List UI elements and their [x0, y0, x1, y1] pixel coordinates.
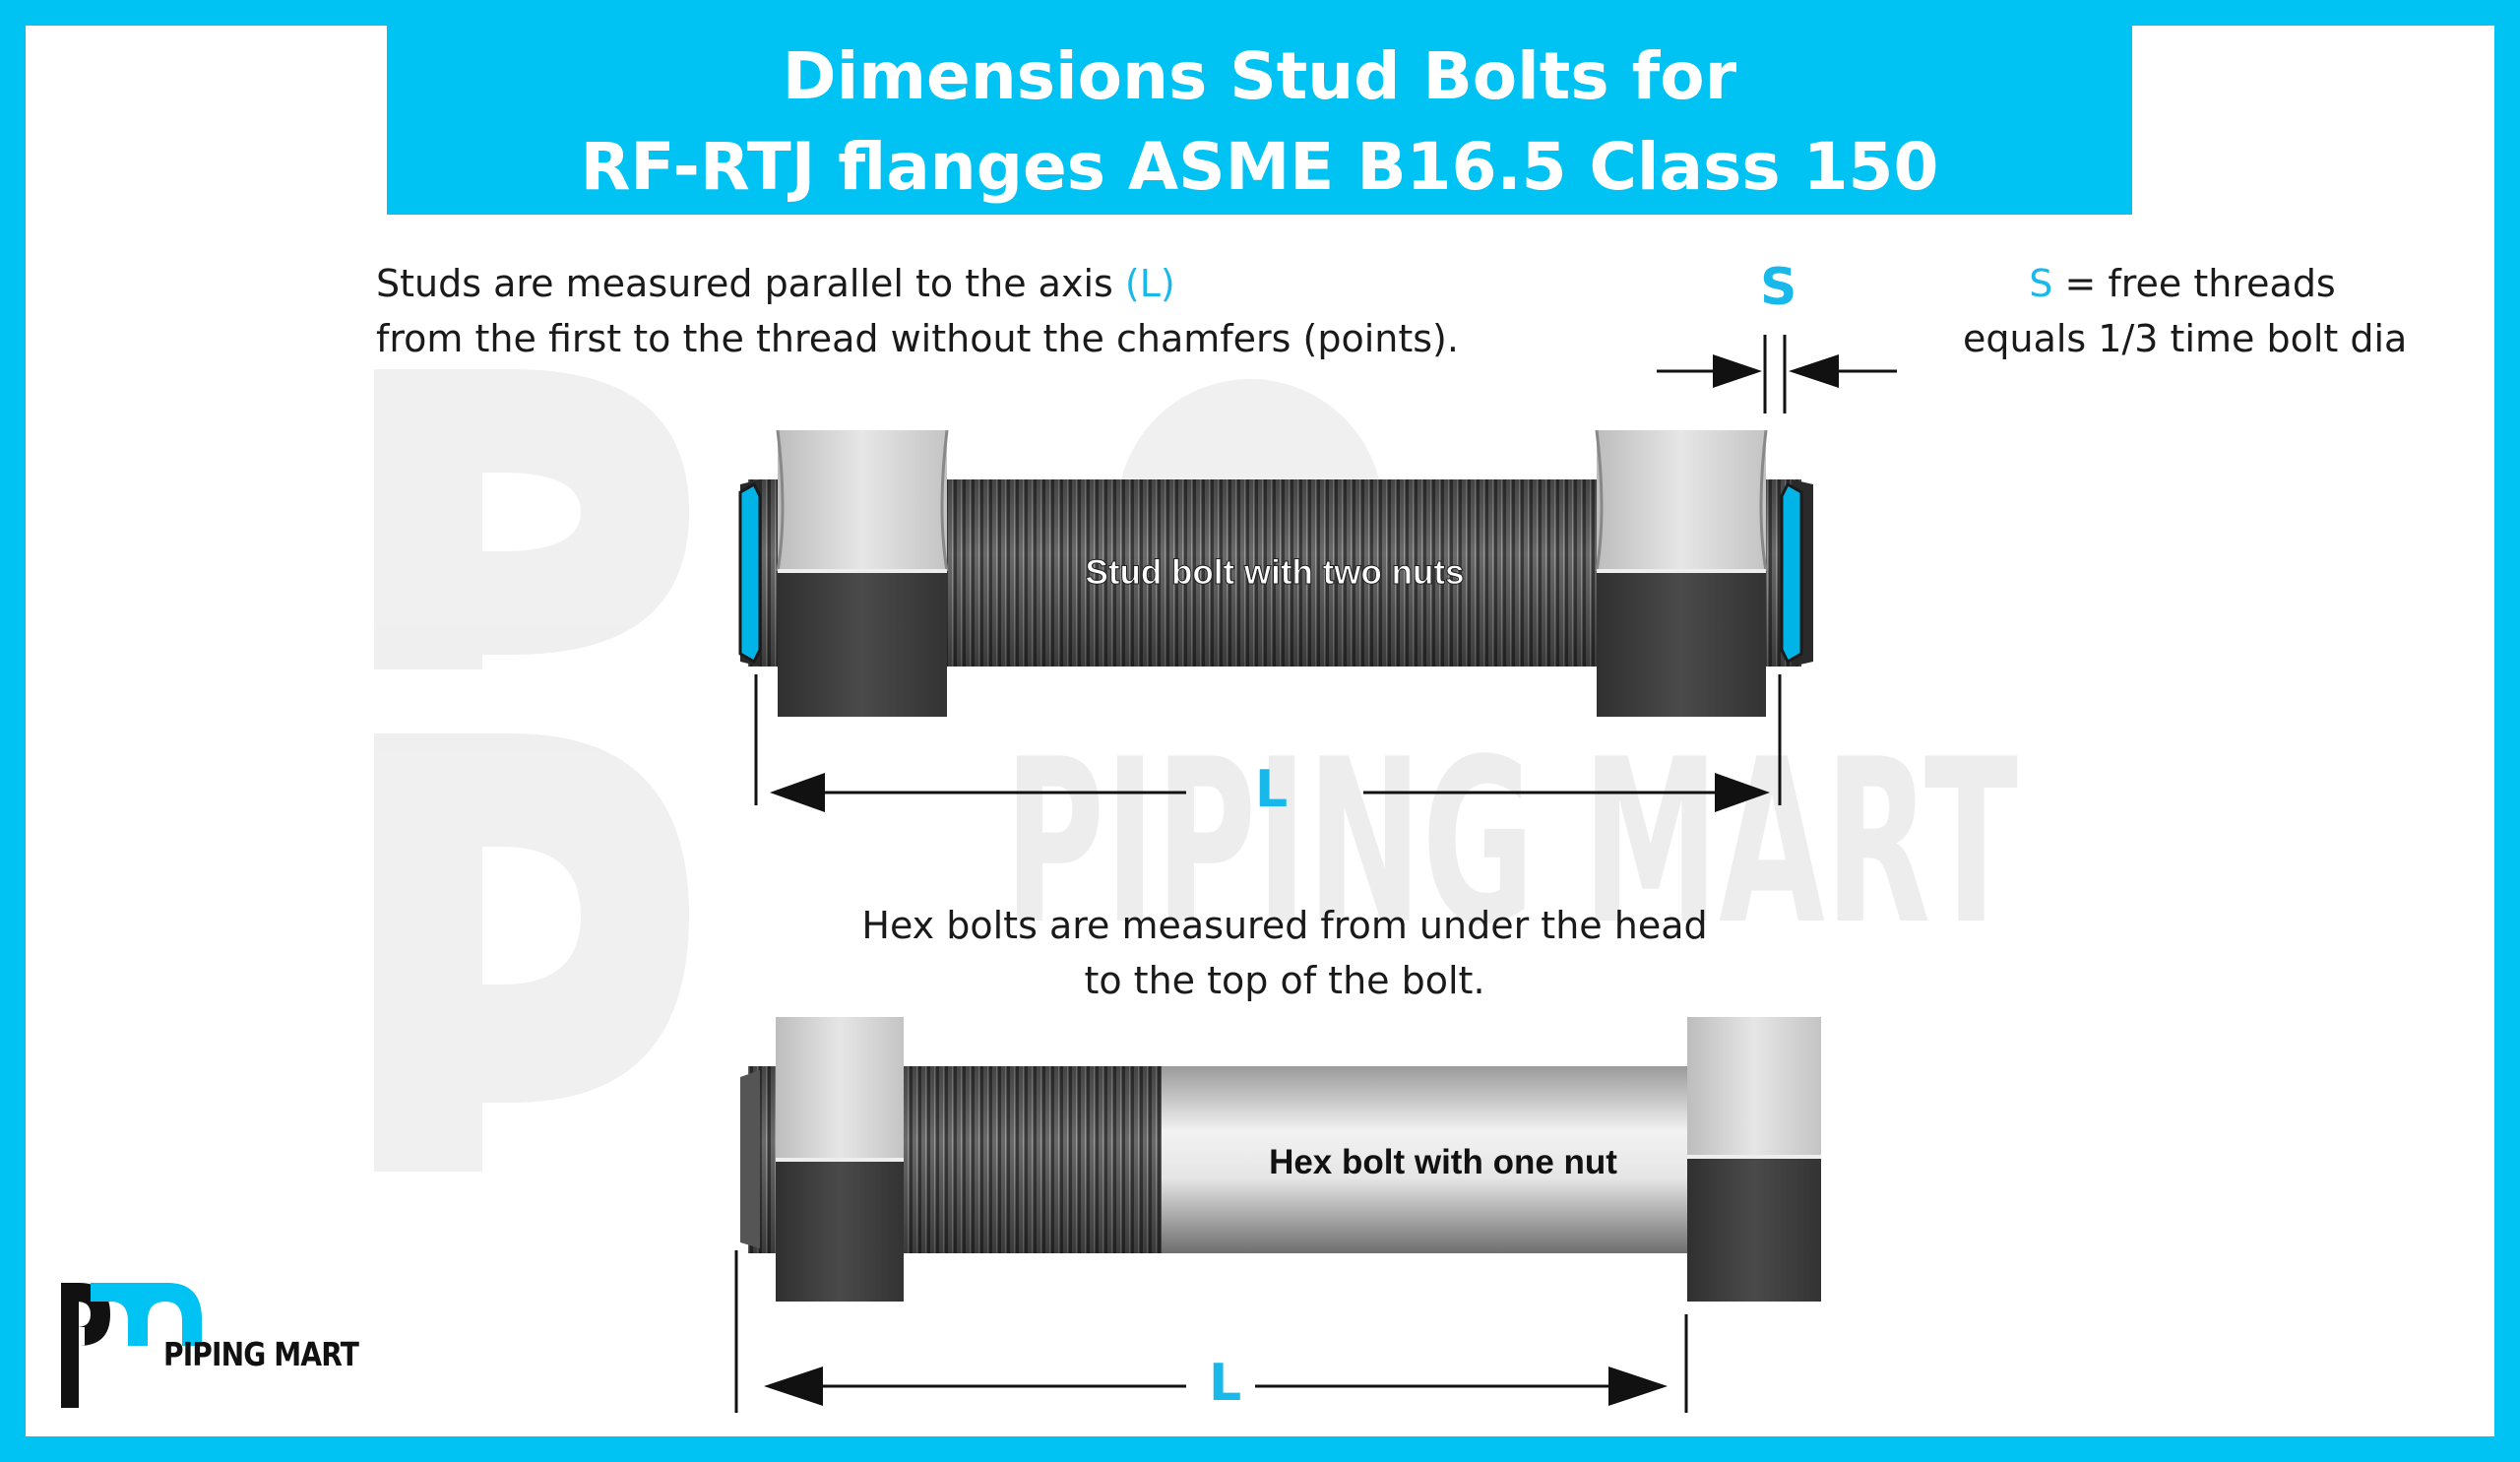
- hex-bolt-label: Hex bolt with one nut: [1269, 1143, 1617, 1181]
- stud-bolt-figure: Stud bolt with two nuts: [738, 429, 1813, 717]
- hex-measure-note: Hex bolts are measured from under the he…: [788, 898, 1782, 1008]
- stud-note-line-2: from the first to the thread without the…: [376, 317, 1459, 360]
- stud-length-dimension: [754, 674, 1782, 812]
- stud-note-text: Studs are measured parallel to the axis: [376, 262, 1125, 305]
- stud-measure-note: Studs are measured parallel to the axis …: [376, 256, 1459, 366]
- title-line-2: RF-RTJ flanges ASME B16.5 Class 150: [580, 129, 1939, 205]
- s-note-text: = free threads: [2052, 262, 2336, 305]
- s-note-line-1: S = free threads: [1963, 256, 2402, 311]
- s-dimension-label: S: [1760, 258, 1797, 317]
- s-note-line-2: equals 1/3 time bolt dia: [1963, 317, 2408, 360]
- pm-logo-icon: [61, 1283, 202, 1408]
- watermark-text: PIPING MART: [1004, 712, 2018, 975]
- stud-note-l-symbol: (L): [1124, 262, 1175, 305]
- hex-bolt-shank: [1162, 1066, 1693, 1253]
- stud-note-line-1: Studs are measured parallel to the axis …: [376, 256, 1459, 311]
- right-chamfer-mark: [1780, 481, 1803, 665]
- hex-note-line-1: Hex bolts are measured from under the he…: [861, 904, 1708, 947]
- stud-length-label: L: [1255, 760, 1289, 819]
- title-line-1: Dimensions Stud Bolts for: [782, 38, 1737, 114]
- hex-note-line-2: to the top of the bolt.: [1084, 959, 1485, 1002]
- stud-bolt-label: Stud bolt with two nuts: [1086, 553, 1465, 592]
- title-banner: Dimensions Stud Bolts for RF-RTJ flanges…: [387, 26, 2132, 215]
- s-note-symbol: S: [2029, 262, 2053, 305]
- free-threads-note: S = free threads equals 1/3 time bolt di…: [1963, 256, 2408, 366]
- hex-bolt-figure: Hex bolt with one nut: [740, 1017, 1821, 1302]
- hex-length-dimension: [734, 1250, 1688, 1413]
- stud-right-nut: [1595, 429, 1768, 717]
- watermark-logo: [374, 369, 1383, 1172]
- hex-bolt-head: [1687, 1017, 1821, 1302]
- left-chamfer-mark: [738, 481, 762, 665]
- stud-left-nut: [776, 429, 949, 717]
- hex-bolt-nut: [776, 1017, 904, 1302]
- logo-text: PIPING MART: [163, 1335, 359, 1373]
- hex-length-label: L: [1209, 1354, 1242, 1413]
- s-dimension: [1657, 335, 1897, 413]
